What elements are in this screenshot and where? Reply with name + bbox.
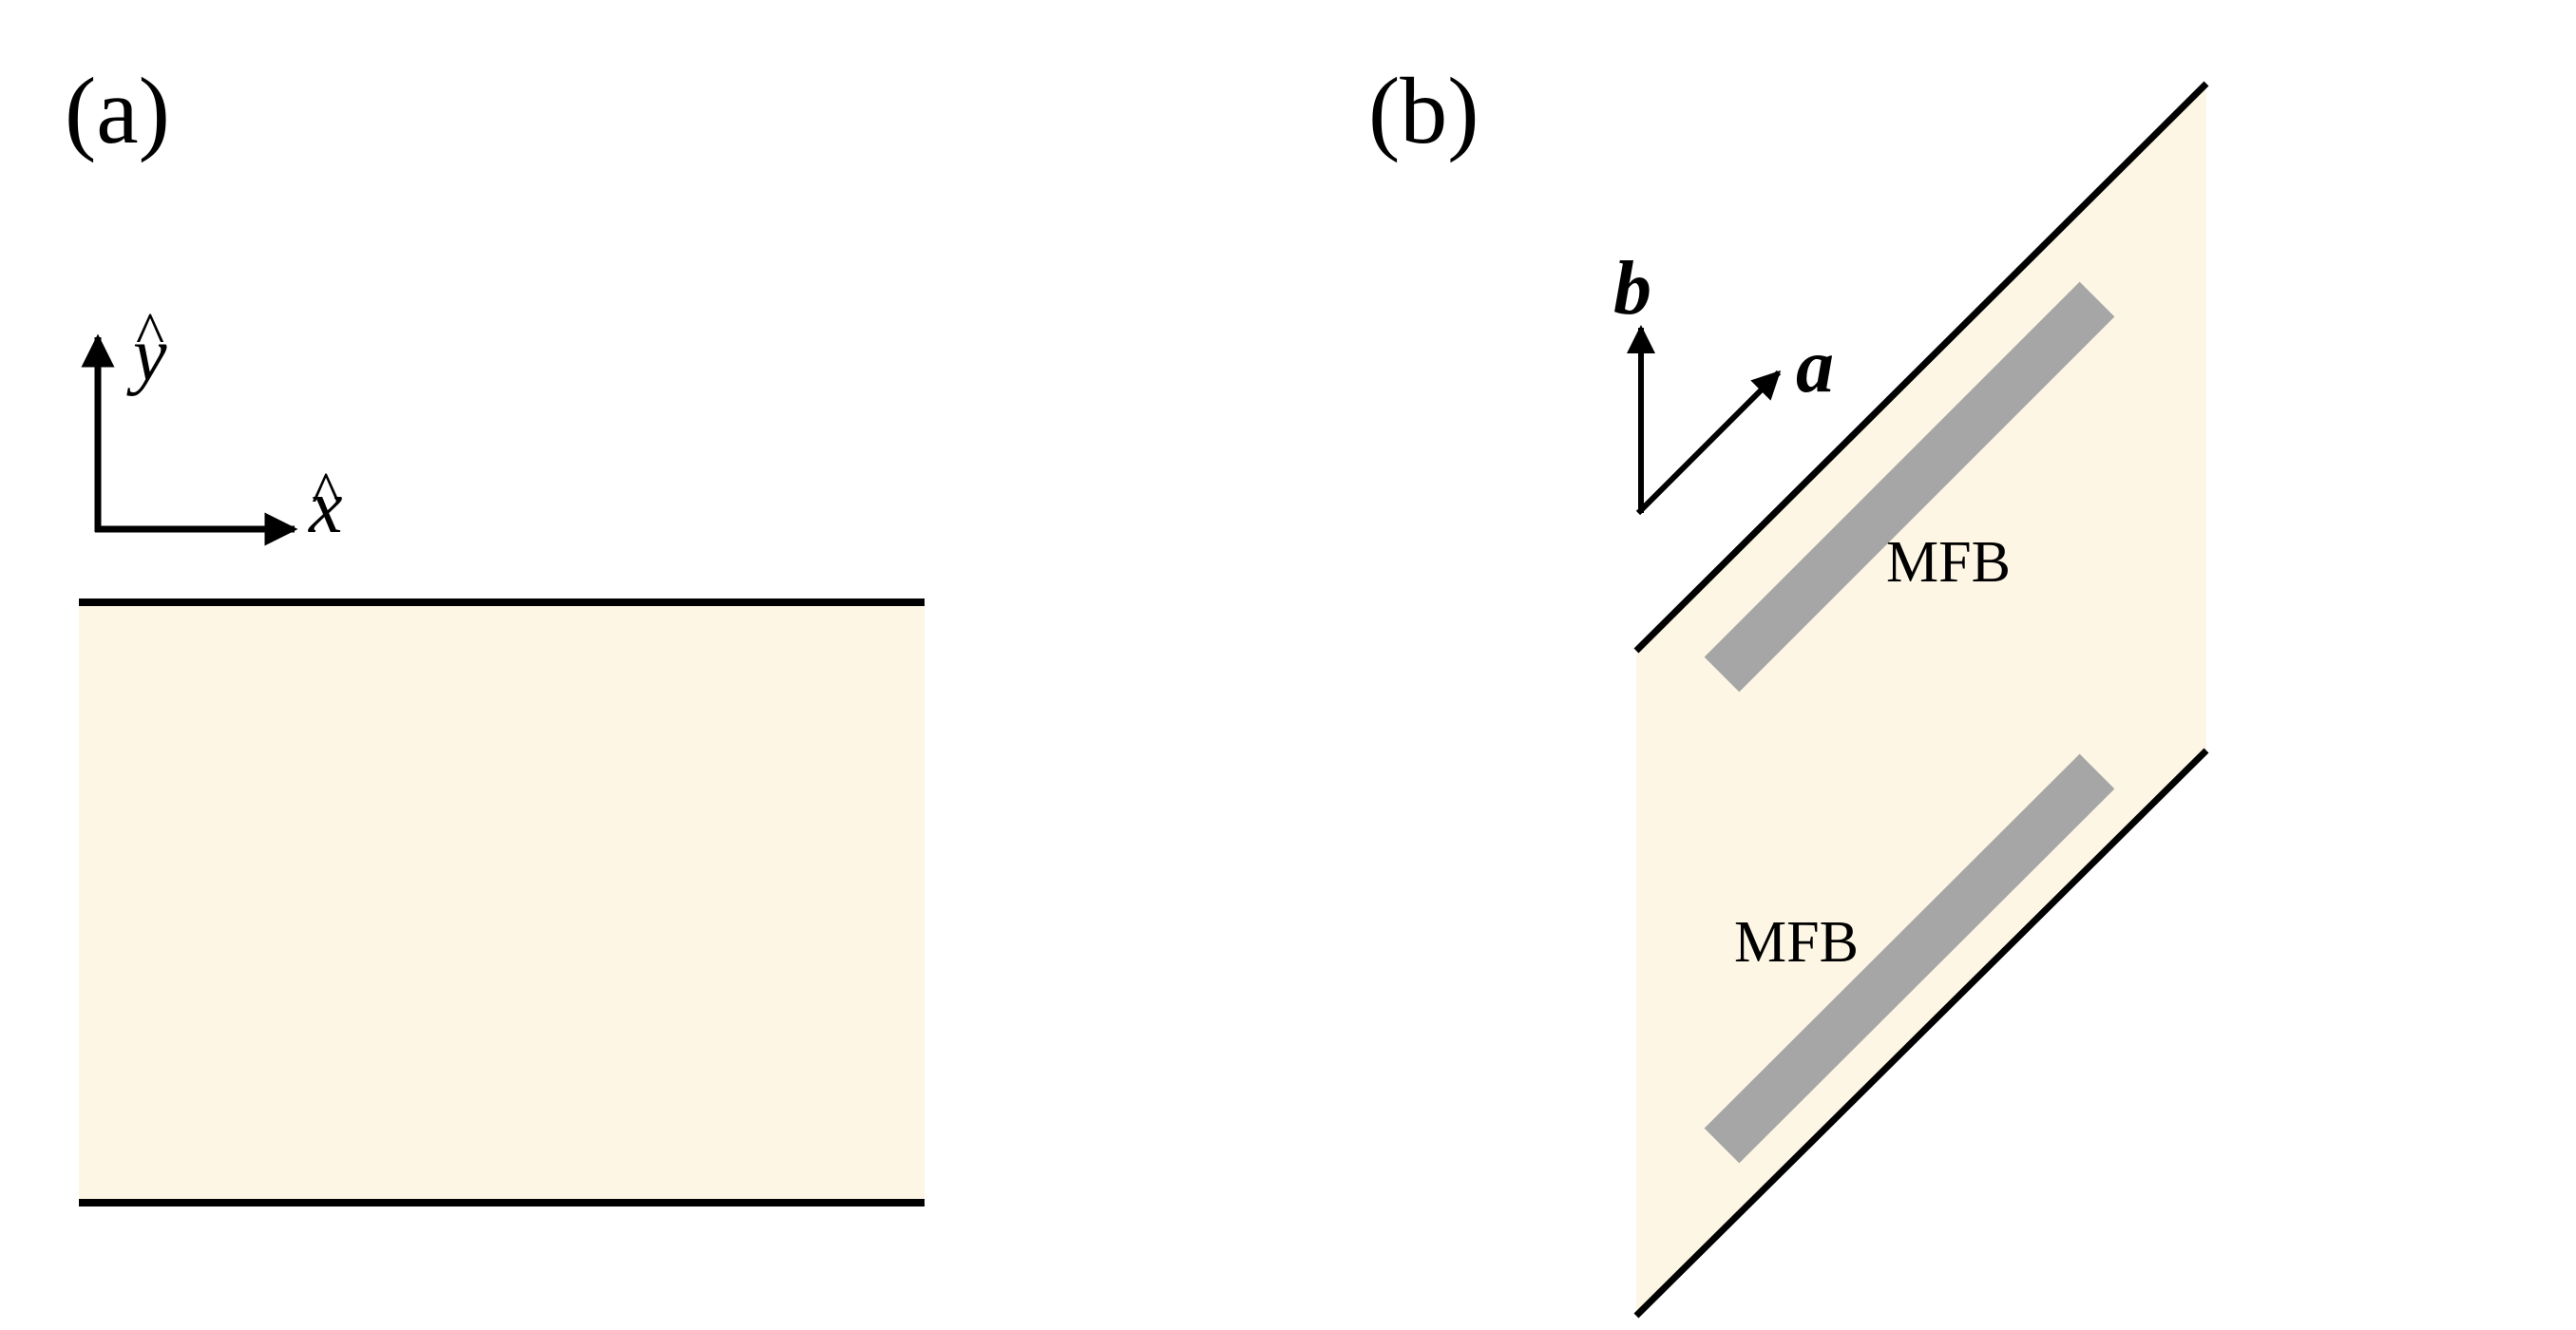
panel-b-label: (b) <box>1368 58 1479 163</box>
panel-b-upper-boundary <box>1633 81 2209 654</box>
x-axis-label: x <box>308 466 343 549</box>
y-axis-hat: ^ <box>136 299 164 367</box>
panel-b-region <box>1636 84 2206 1316</box>
panel-b-lower-boundary <box>1633 748 2209 1319</box>
mfb-lower-bar <box>1704 753 2115 1164</box>
vector-a-arrow <box>1635 370 1782 516</box>
vector-b-label: b <box>1613 247 1651 331</box>
panel-a-region <box>79 602 925 1203</box>
panel-a: (a) ^ y ^ x <box>65 58 925 1206</box>
panel-a-label: (a) <box>65 58 170 163</box>
x-axis-hat: ^ <box>312 459 340 526</box>
mfb-upper-bar <box>1704 281 2115 693</box>
y-axis-label: y <box>126 314 167 397</box>
vector-a-label: a <box>1796 325 1834 408</box>
mfb-lower-label: MFB <box>1734 910 1859 975</box>
panel-b: (b) MFB MFB b a <box>1368 58 2209 1319</box>
panel-a-axes: ^ y ^ x <box>81 299 343 549</box>
panel-b-vectors: b a <box>1613 247 1834 516</box>
mfb-upper-label: MFB <box>1886 530 2011 595</box>
